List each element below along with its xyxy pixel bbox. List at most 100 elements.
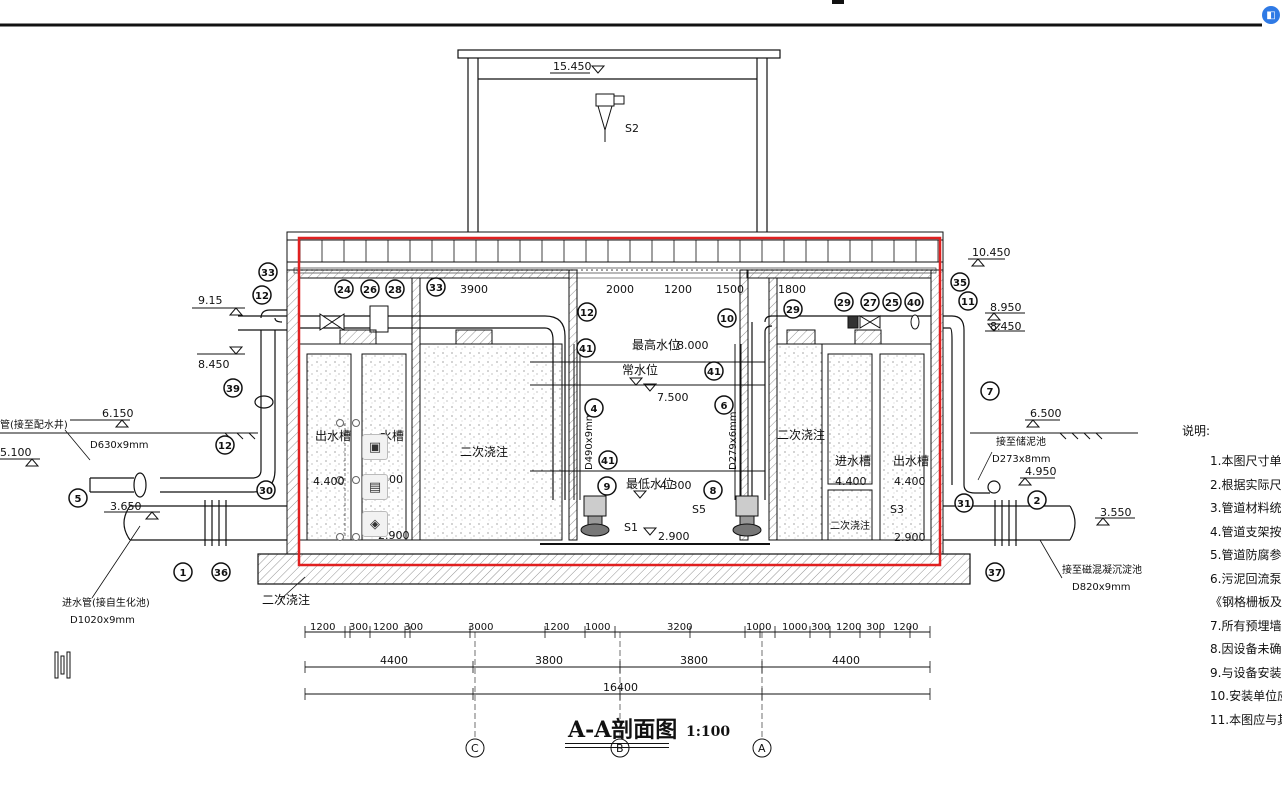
callout-number: 12 [255, 291, 269, 302]
callout-number: 24 [337, 285, 351, 296]
elev-3550: 3.550 [1100, 506, 1132, 519]
valves [319, 305, 920, 333]
label-s1: S1 [624, 521, 638, 534]
dim-row1-text: 300 [811, 622, 830, 633]
ground-lines [0, 432, 1138, 440]
elev-8000: 8.000 [677, 339, 709, 352]
callout-number: 31 [957, 499, 971, 510]
eraser-tool-icon[interactable]: ◈ [362, 511, 388, 537]
callout-number: 7 [987, 387, 994, 398]
highlight-selection[interactable] [297, 236, 942, 567]
callout-bubble [211, 562, 231, 582]
callout-bubble [904, 292, 924, 312]
title-underline-1 [565, 743, 669, 744]
dim-row1-text: 1000 [746, 622, 771, 633]
top-dim-text: 1200 [664, 283, 692, 296]
left-top-slab [298, 269, 570, 279]
callout-bubble [717, 308, 737, 328]
note-item: 5.管道防腐参照 [1210, 548, 1282, 562]
elev-6500: 6.500 [1030, 407, 1062, 420]
dim-row1-text: 1200 [893, 622, 918, 633]
callout-number: 1 [180, 568, 187, 579]
callout-bubble [597, 476, 617, 496]
dim-row2-text: 3800 [680, 654, 708, 667]
pipe-to-dist-label: 管(接至配水井) [0, 418, 68, 431]
callout-bubble [985, 562, 1005, 582]
label-s3: S3 [890, 503, 904, 516]
elev-9150: 9.15 [198, 294, 223, 307]
top-dim-text: 1500 [716, 283, 744, 296]
pipe-d820-label: D820x9mm [1072, 582, 1131, 593]
dim-row2-text: 4400 [380, 654, 408, 667]
callout-number: 39 [226, 384, 240, 395]
dim-row1-text: 1200 [373, 622, 398, 633]
note-item: 11.本图应与其 [1210, 712, 1282, 727]
pipe-d1020-label: D1020x9mm [70, 615, 135, 626]
elev-4400-left: 4.400 [313, 475, 345, 488]
note-item: 9.与设备安装有 [1210, 665, 1282, 680]
elevation-marks [0, 258, 1135, 526]
hoist-s2 [595, 93, 625, 142]
callout-bubble [598, 450, 618, 470]
dim-row1-text: 1200 [310, 622, 335, 633]
dim-row1-text: 1200 [836, 622, 861, 633]
water-levels [530, 361, 765, 536]
dim-row2-text: 4400 [832, 654, 860, 667]
pipe-d273-label: D273x8mm [992, 454, 1051, 465]
top-dim-text: 1800 [778, 283, 806, 296]
base-slab [257, 553, 971, 585]
axis-label: B [616, 742, 624, 755]
callout-bubble [173, 562, 193, 582]
secondary-pour-right [776, 343, 823, 541]
pump-s1 [580, 495, 610, 537]
dim-row1-text: 300 [866, 622, 885, 633]
wall-c [411, 277, 421, 541]
callout-bubble [334, 279, 354, 299]
callout-bubble [577, 302, 597, 322]
elev-2900-right: 2.900 [894, 531, 926, 544]
callout-bubble [882, 292, 902, 312]
elev-4400-right-a: 4.400 [835, 475, 867, 488]
callout-bubble [223, 378, 243, 398]
callout-bubble [954, 493, 974, 513]
brick-supports [339, 329, 882, 345]
elev-6150: 6.150 [102, 407, 134, 420]
callout-bubble [576, 338, 596, 358]
elev-8450-right: 8.450 [990, 320, 1022, 333]
callout-bubble [252, 285, 272, 305]
right-channel-inlet [827, 353, 873, 485]
callout-number: 26 [363, 285, 377, 296]
callout-number: 36 [214, 568, 228, 579]
wall-well-right [739, 269, 749, 541]
elev-7500: 7.500 [657, 391, 689, 404]
callout-bubble [860, 292, 880, 312]
drawing-title: A-A剖面图 [568, 717, 678, 743]
callout-bubble [980, 381, 1000, 401]
left-channel-outlet [306, 353, 352, 541]
callout-number: 12 [218, 441, 232, 452]
callout-number: 9 [604, 482, 611, 493]
label-outlet-left: 出水槽 [315, 429, 351, 443]
image-tool-icon[interactable]: ▣ [362, 434, 388, 460]
selection-handles[interactable] [336, 419, 360, 541]
callout-bubble [215, 435, 235, 455]
callout-number: 2 [1034, 496, 1041, 507]
secondary-pour-left [419, 343, 563, 541]
note-item: 《钢格栅板及配 [1210, 595, 1282, 609]
left-outer-wall [286, 269, 300, 555]
app-corner-icon[interactable]: ◧ [1262, 6, 1280, 24]
axis-label: A [758, 742, 766, 755]
to-store-label: 接至储泥池 [996, 435, 1046, 448]
callout-number: 41 [707, 367, 721, 378]
notes-heading: 说明: [1182, 424, 1211, 438]
text-tool-icon[interactable]: ▤ [362, 474, 388, 500]
callout-number: 12 [580, 308, 594, 319]
label-s5: S5 [692, 503, 706, 516]
note-item: 2.根据实际尺寸 [1210, 477, 1282, 492]
right-channel-outlet [879, 353, 925, 541]
elevation-15450: 15.450 [550, 60, 606, 74]
